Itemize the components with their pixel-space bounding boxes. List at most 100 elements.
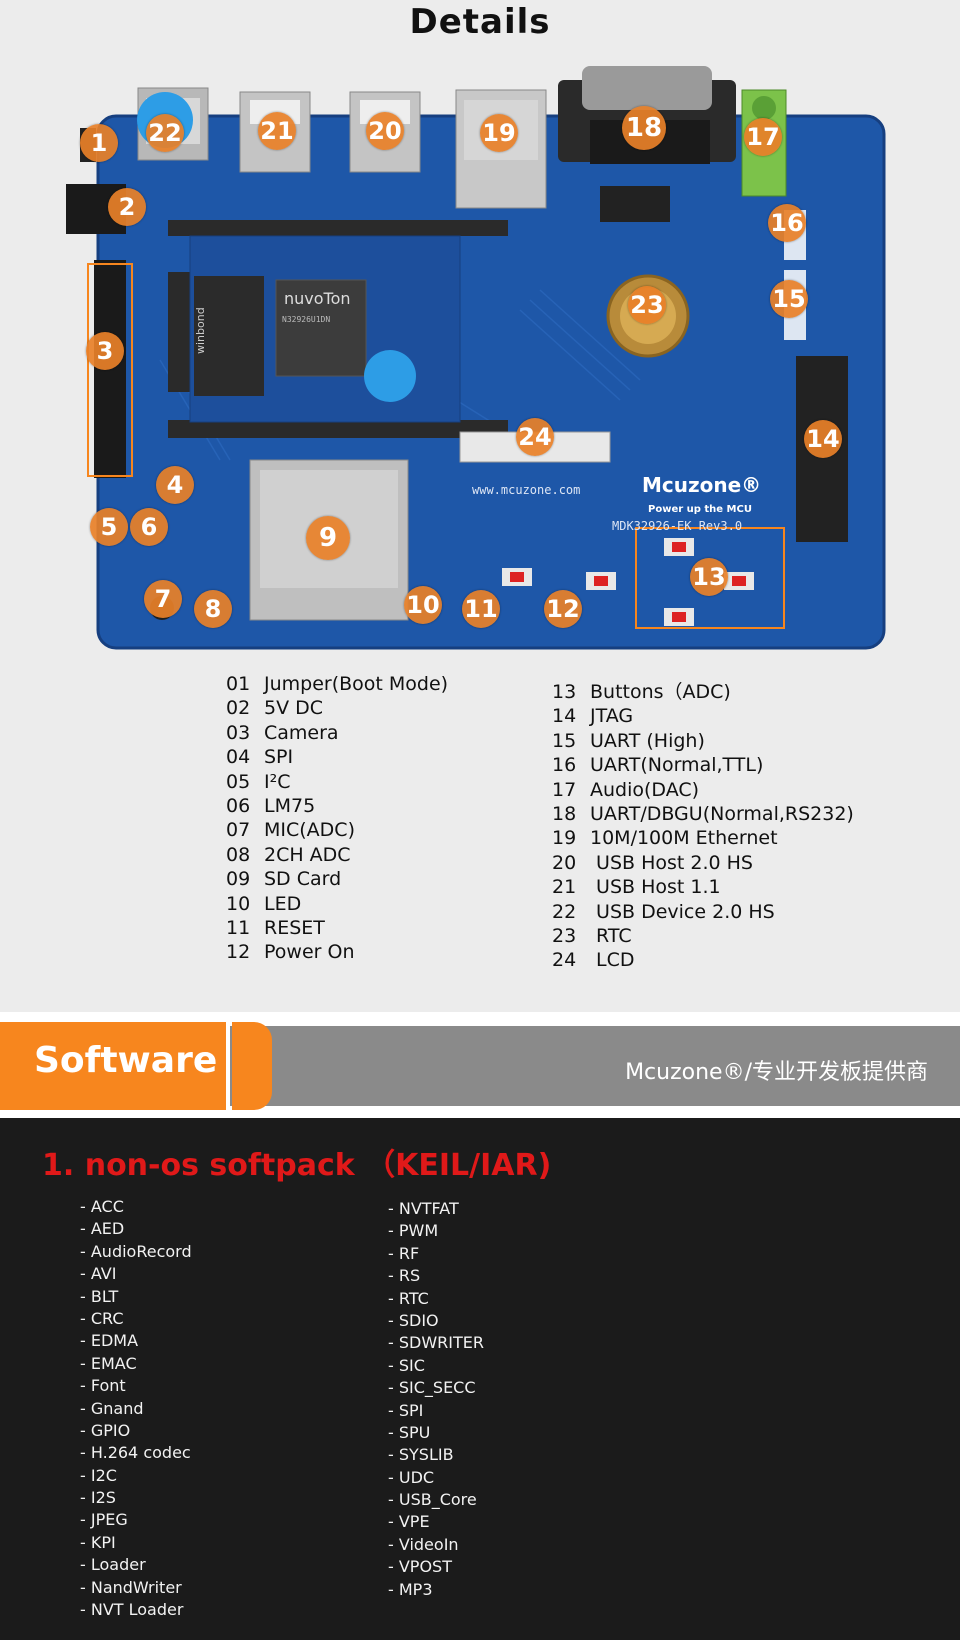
- legend-label: UART(Normal,TTL): [590, 754, 764, 777]
- banner-divider: [226, 1022, 230, 1110]
- legend-label: USB Host 1.1: [590, 876, 721, 899]
- details-title: Details: [409, 2, 551, 42]
- list-item: - CRC: [80, 1308, 124, 1328]
- legend-number: 07: [226, 819, 251, 842]
- legend-number: 05: [226, 770, 251, 793]
- list-item: - JPEG: [80, 1510, 128, 1530]
- software-banner: Mcuzone®/专业开发板提供商 Software: [0, 1022, 960, 1112]
- list-item: - USB_Core: [388, 1490, 477, 1510]
- list-item: - Font: [80, 1376, 126, 1396]
- banner-company-text: Mcuzone®/专业开发板提供商: [625, 1060, 928, 1085]
- legend-label: MIC(ADC): [264, 819, 355, 842]
- chip-brand: nuvoTon: [284, 289, 351, 308]
- badge-03: 3: [86, 332, 124, 370]
- badge-24: 24: [516, 418, 554, 456]
- legend-number: 13: [552, 681, 577, 703]
- list-item: - ACC: [80, 1197, 124, 1216]
- list-item: - VPOST: [388, 1557, 452, 1577]
- list-item: - SIC_SECC: [388, 1378, 476, 1398]
- list-item: - SPI: [388, 1400, 424, 1420]
- legend-number: 10: [226, 892, 251, 915]
- legend-item: 08 2CH ADC: [226, 843, 448, 867]
- list-item: - SIC: [388, 1355, 425, 1375]
- legend-number: 02: [226, 697, 251, 720]
- legend-number: 06: [226, 794, 251, 817]
- legend-label: SD Card: [264, 868, 342, 891]
- list-item: - SYSLIB: [388, 1445, 454, 1465]
- legend-item: 17 Audio(DAC): [552, 778, 854, 802]
- badge-22: 22: [146, 114, 184, 152]
- list-item: - RS: [388, 1266, 421, 1286]
- list-item: - RF: [388, 1243, 420, 1263]
- legend-number: 11: [226, 916, 251, 939]
- badge-20: 20: [366, 112, 404, 150]
- list-item: - SDIO: [388, 1310, 439, 1330]
- legend-number: 03: [226, 721, 251, 744]
- legend-number: 14: [552, 705, 577, 728]
- legend-number: 08: [226, 843, 251, 866]
- legend-number: 20: [552, 851, 577, 874]
- legend-number: 01: [226, 673, 251, 695]
- list-item: - AED: [80, 1219, 125, 1239]
- badge-11: 11: [462, 590, 500, 628]
- list-item: - RTC: [388, 1288, 429, 1308]
- badge-23: 23: [628, 286, 666, 324]
- details-section: Details: [0, 0, 960, 1012]
- badge-09: 9: [306, 516, 350, 560]
- legend-label: UART/DBGU(Normal,RS232): [590, 802, 854, 825]
- legend-number: 17: [552, 778, 577, 801]
- board-tagline: Power up the MCU: [648, 504, 752, 515]
- legend-number: 19: [552, 827, 577, 850]
- board-photo: Mcuzone® Power up the MCU MDK32926-EK Re…: [60, 60, 920, 660]
- softpack-list-col2: - NVTFAT- PWM- RF- RS- RTC- SDIO- SDWRIT…: [388, 1198, 484, 1601]
- board-illustration: Mcuzone® Power up the MCU MDK32926-EK Re…: [66, 66, 886, 650]
- list-item: - Loader: [80, 1555, 146, 1575]
- legend-item: 24 LCD: [552, 948, 854, 972]
- list-item: - I2S: [80, 1488, 116, 1508]
- legend-number: 09: [226, 868, 251, 891]
- list-item: - SPU: [388, 1422, 431, 1442]
- badge-17: 17: [744, 118, 782, 156]
- badge-05: 5: [90, 508, 128, 546]
- softpack-section: 1. non-os softpack （KEIL/IAR) - ACC- AED…: [0, 1118, 960, 1640]
- banner-orange-tab: [232, 1022, 272, 1110]
- legend-label: Jumper(Boot Mode): [264, 673, 449, 695]
- banner-title: Software: [34, 1040, 218, 1081]
- softpack-list-col1: - ACC- AED- AudioRecord- AVI- BLT- CRC- …: [80, 1196, 192, 1621]
- list-item: - NVT Loader: [80, 1600, 184, 1620]
- badge-15: 15: [770, 280, 808, 318]
- list-item: - VideoIn: [388, 1534, 459, 1554]
- section-separator-2: [0, 1112, 960, 1118]
- badge-08: 8: [194, 590, 232, 628]
- legend-label: LCD: [590, 949, 635, 972]
- legend-item: 01 Jumper(Boot Mode): [226, 672, 448, 696]
- list-item: - AudioRecord: [80, 1241, 192, 1261]
- list-item: - NVTFAT: [388, 1199, 459, 1218]
- list-item: - EDMA: [80, 1331, 139, 1351]
- legend-label: 2CH ADC: [264, 843, 351, 866]
- legend-label: UART (High): [590, 729, 705, 752]
- chip-part: N32926U1DN: [282, 315, 330, 324]
- list-item: - GPIO: [80, 1420, 131, 1440]
- legend-number: 04: [226, 746, 251, 769]
- legend-number: 15: [552, 729, 577, 752]
- list-item: - PWM: [388, 1221, 439, 1241]
- banner-orange-block: [0, 1022, 228, 1110]
- badge-16: 16: [768, 204, 806, 242]
- badge-07: 7: [144, 580, 182, 618]
- list-item: - KPI: [80, 1532, 116, 1552]
- legend-number: 21: [552, 876, 577, 899]
- legend-item: 20 USB Host 2.0 HS: [552, 851, 854, 875]
- legend-label: Audio(DAC): [590, 778, 700, 801]
- legend-item: 15 UART (High): [552, 729, 854, 753]
